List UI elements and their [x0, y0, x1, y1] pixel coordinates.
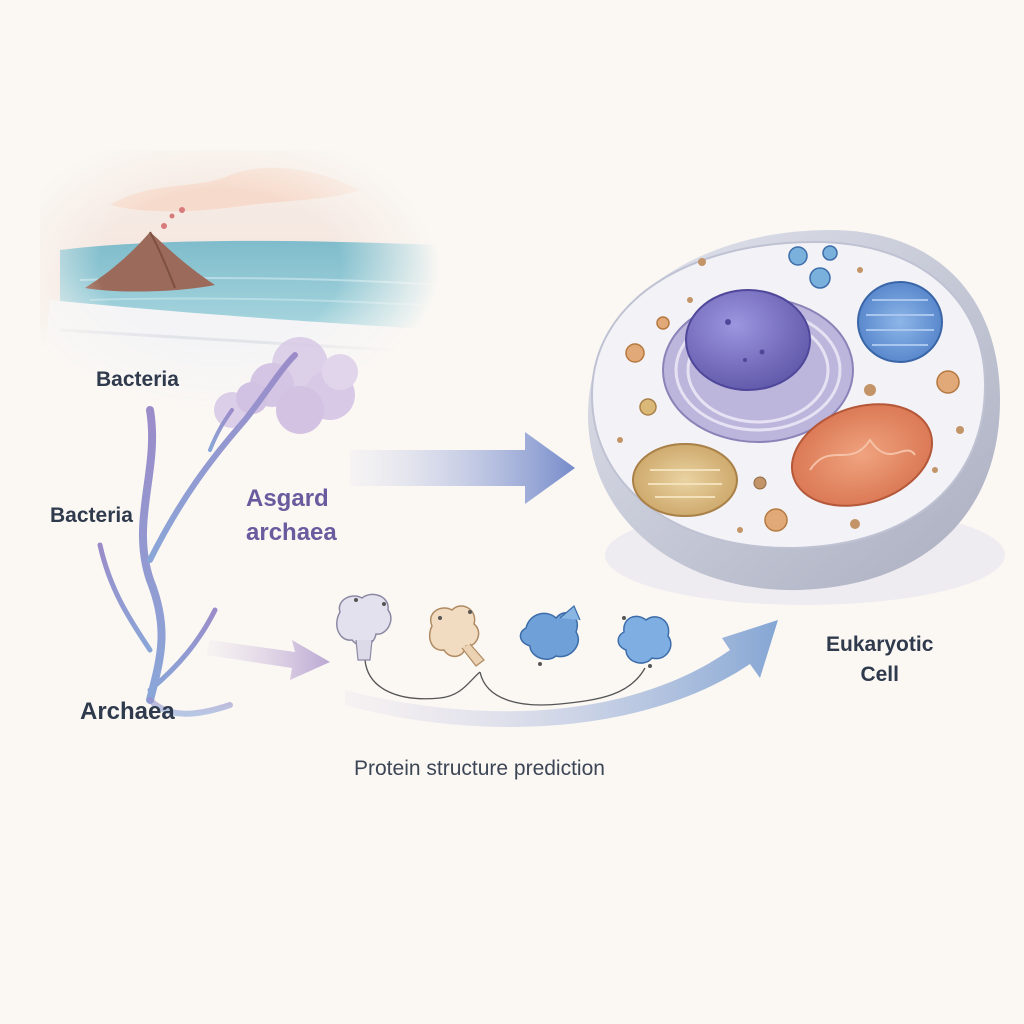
volcano-icon: [85, 232, 215, 292]
label-eukaryotic-cell: Eukaryotic Cell: [826, 630, 933, 690]
archaea-arrow: [206, 640, 330, 680]
eukaryotic-cell-illustration: [588, 230, 1005, 605]
label-asgard-archaea: Asgard archaea: [246, 482, 337, 550]
label-bacteria-top: Bacteria: [96, 368, 179, 391]
protein-2-icon: [428, 605, 485, 667]
phylogenetic-tree: [97, 352, 298, 717]
protein-4-icon: [617, 615, 672, 668]
protein-1-icon: [336, 593, 392, 661]
label-bacteria-branch: Bacteria: [50, 504, 133, 527]
chloroplast: [857, 281, 943, 363]
label-asgard-line1: Asgard: [246, 485, 329, 512]
protein-structures: [336, 593, 672, 668]
label-eukaryotic-line2: Cell: [860, 663, 899, 686]
golgi-apparatus: [632, 443, 738, 517]
label-asgard-line2: archaea: [246, 519, 337, 546]
asgard-cloud: [214, 337, 358, 434]
mitochondrion: [790, 403, 934, 507]
label-eukaryotic-line1: Eukaryotic: [826, 633, 934, 656]
protein-3-icon: [519, 605, 581, 666]
label-archaea: Archaea: [80, 698, 175, 725]
evolution-arrow: [350, 432, 575, 504]
prediction-arrow: [345, 620, 778, 728]
nucleus: [685, 289, 811, 391]
label-protein-structure-prediction: Protein structure prediction: [354, 757, 605, 780]
